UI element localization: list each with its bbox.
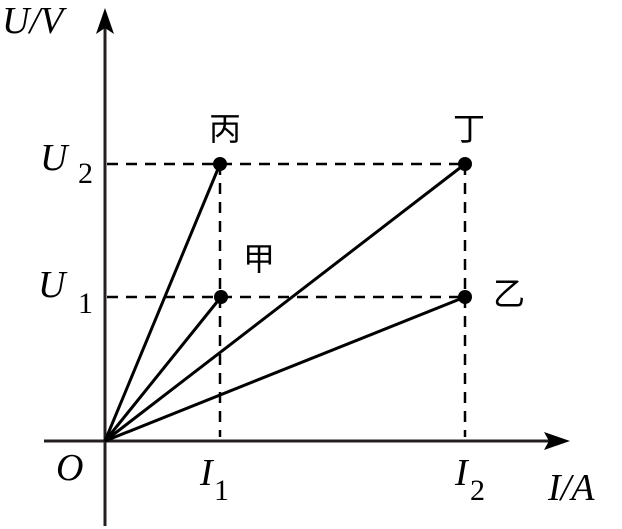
y-axis-arrow-icon [96,8,114,34]
y-axis-label: U/V [2,0,67,42]
tick-i2: I [454,452,470,494]
data-lines [103,162,466,443]
tick-i1: I [199,452,215,494]
origin-label: O [56,447,83,489]
tick-u1-sub: 1 [78,287,93,320]
point-yi [458,290,472,304]
point-bing [213,157,227,171]
label-yi: 乙 [493,275,525,313]
tick-u2: U [40,137,70,179]
x-axis-label: I/A [547,467,595,509]
line-yi [104,295,466,443]
label-bing: 丙 [209,110,241,148]
label-jia: 甲 [243,240,275,278]
tick-u1: U [38,264,68,306]
tick-i1-sub: 1 [214,474,229,507]
point-ding [458,157,472,171]
label-ding: 丁 [453,110,485,148]
line-ding [104,162,466,443]
point-jia [214,290,228,304]
line-bing [103,163,222,442]
line-jia [103,296,223,442]
tick-u2-sub: 2 [78,157,93,190]
x-axis-arrow-icon [544,432,570,450]
tick-i2-sub: 2 [470,474,485,507]
